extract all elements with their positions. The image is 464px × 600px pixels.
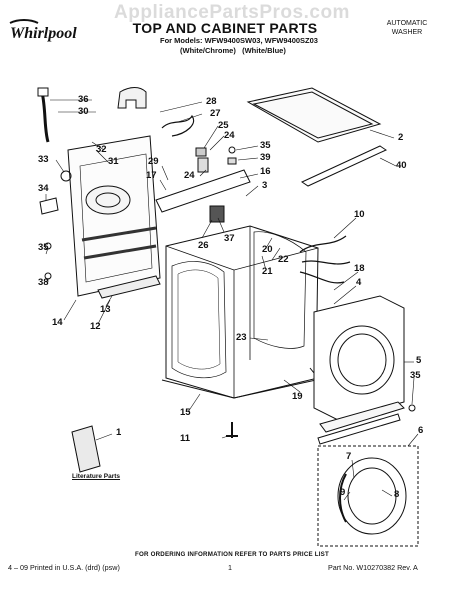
color-2: (White/Blue) (242, 46, 286, 55)
callout-22: 22 (278, 254, 289, 265)
models-prefix: For Models: (160, 36, 203, 45)
callout-9: 9 (340, 487, 346, 498)
callout-3: 3 (262, 180, 268, 191)
brand-logo-text: Whirlpool (10, 25, 77, 42)
callout-26: 26 (198, 240, 209, 251)
model-2: WFW9400SZ03 (264, 36, 318, 45)
color-list: (White/Chrome) (White/Blue) (180, 46, 286, 55)
grommet (60, 170, 72, 182)
watermark-text: AppliancePartsPros.com (114, 2, 350, 23)
callout-16: 16 (260, 166, 271, 177)
callout-17: 17 (146, 170, 157, 181)
callout-29: 29 (148, 156, 159, 167)
screw (44, 242, 52, 250)
rear-brace (97, 275, 161, 299)
callout-24-b: 24 (184, 170, 195, 181)
cable-28 (161, 114, 195, 137)
product-type: AUTOMATIC WASHER (372, 19, 442, 37)
callout-13: 13 (100, 304, 111, 315)
screw (408, 404, 416, 412)
callout-35-c: 35 (410, 370, 421, 381)
callout-27: 27 (210, 108, 221, 119)
callout-25: 25 (218, 120, 229, 131)
product-line-1: AUTOMATIC (386, 20, 428, 27)
callout-33: 33 (38, 154, 49, 165)
door-assembly-box (317, 445, 419, 547)
callout-1: 1 (116, 427, 122, 438)
model-1: WFW9400SW03, (204, 36, 263, 45)
callout-19: 19 (292, 391, 303, 402)
callout-37: 37 (224, 233, 235, 244)
leveling-leg (226, 422, 238, 438)
callout-5: 5 (416, 355, 422, 366)
callout-40: 40 (396, 160, 407, 171)
callout-31: 31 (108, 156, 119, 167)
callout-4: 4 (356, 277, 362, 288)
callout-10: 10 (354, 209, 365, 220)
ordering-note: FOR ORDERING INFORMATION REFER TO PARTS … (135, 551, 329, 558)
wire-harness (299, 235, 351, 284)
brand-logo: Whirlpool (9, 19, 77, 42)
product-line-2: WASHER (391, 29, 423, 36)
callout-35: 35 (260, 140, 271, 151)
part-39 (227, 157, 237, 165)
cabinet-frame (165, 225, 319, 399)
literature-booklet (71, 425, 101, 473)
callout-24: 24 (224, 130, 235, 141)
callout-36: 36 (78, 94, 89, 105)
control-bracket (155, 169, 251, 213)
connector-34 (39, 197, 59, 215)
top-cover (246, 87, 382, 143)
callout-23: 23 (236, 332, 247, 343)
callout-28: 28 (206, 96, 217, 107)
callout-14: 14 (52, 317, 63, 328)
screw (228, 146, 236, 154)
part-number: Part No. W10270382 Rev. A (328, 563, 418, 572)
callout-18: 18 (354, 263, 365, 274)
callout-38: 38 (38, 277, 49, 288)
page-number: 1 (228, 563, 232, 572)
air-duct (117, 87, 147, 109)
top-bracket (300, 145, 388, 187)
literature-parts-label: Literature Parts (72, 473, 121, 480)
callout-7: 7 (346, 451, 352, 462)
toe-panel (319, 401, 405, 433)
callout-8: 8 (394, 489, 400, 500)
callout-35-b: 35 (38, 242, 49, 253)
inlet-hose (40, 91, 50, 143)
callout-34: 34 (38, 183, 49, 194)
callout-39: 39 (260, 152, 271, 163)
callout-21: 21 (262, 266, 273, 277)
callout-2: 2 (398, 132, 404, 143)
callout-15: 15 (180, 407, 191, 418)
color-1: (White/Chrome) (180, 46, 236, 55)
callout-6: 6 (418, 425, 424, 436)
page-title: TOP AND CABINET PARTS (132, 20, 318, 36)
callout-20: 20 (262, 244, 273, 255)
part-25 (195, 147, 207, 157)
callout-12: 12 (90, 321, 101, 332)
callout-11: 11 (180, 433, 191, 444)
print-info: 4 – 09 Printed in U.S.A. (drd) (psw) (8, 563, 120, 572)
callout-30: 30 (78, 106, 89, 117)
model-list: For Models: WFW9400SW03, WFW9400SZ03 (160, 36, 318, 45)
callout-32: 32 (96, 144, 107, 155)
